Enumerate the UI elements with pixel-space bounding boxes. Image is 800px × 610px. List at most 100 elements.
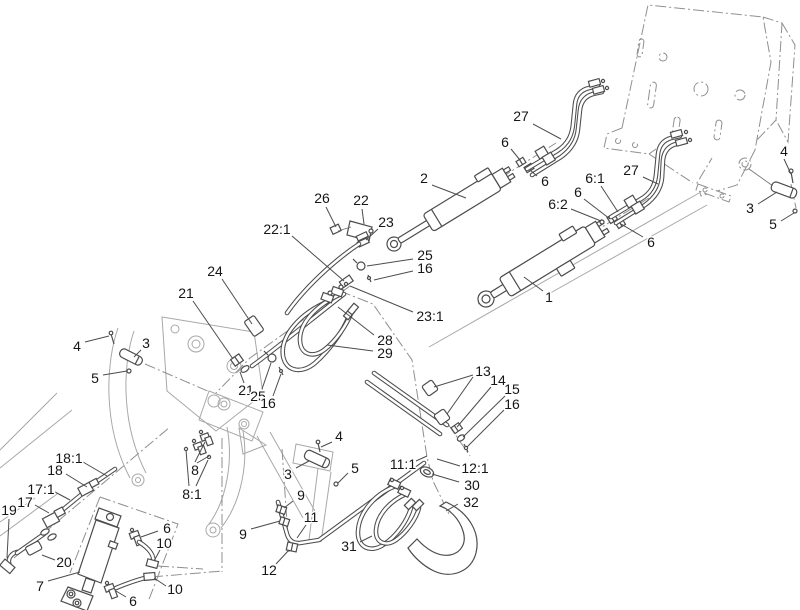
hose-pair-27-right bbox=[608, 128, 693, 226]
callout-leader bbox=[320, 441, 333, 448]
callout-leader bbox=[436, 458, 461, 467]
callout-label-3: 3 bbox=[284, 466, 292, 482]
callout-label-7: 7 bbox=[36, 578, 44, 594]
callout-leader bbox=[47, 571, 81, 582]
tube-inner bbox=[609, 134, 682, 219]
callout-label-5: 5 bbox=[769, 216, 777, 232]
callout-leader bbox=[445, 503, 459, 512]
callout-label-5: 5 bbox=[351, 460, 359, 476]
callout-label-10: 10 bbox=[167, 581, 183, 597]
callout-label-4: 4 bbox=[335, 428, 343, 444]
callout-label-17-1: 17:1 bbox=[27, 481, 54, 497]
callout-leader bbox=[757, 191, 778, 205]
callout-label-6: 6 bbox=[647, 234, 655, 250]
callout-label-25: 25 bbox=[417, 247, 433, 263]
callout-leader bbox=[195, 459, 209, 487]
callout-label-16: 16 bbox=[260, 395, 276, 411]
callout-leader bbox=[529, 169, 538, 177]
callout-leader bbox=[140, 530, 159, 538]
hose-pair-27-left bbox=[524, 77, 610, 178]
callout-label-26: 26 bbox=[314, 190, 330, 206]
callout-leader bbox=[366, 258, 414, 267]
bolt-5 bbox=[126, 368, 132, 374]
callout-leader bbox=[296, 524, 307, 539]
clamp-25-lower bbox=[267, 353, 277, 363]
tube-assembly-22-24 bbox=[229, 220, 374, 376]
cover-32 bbox=[407, 501, 478, 575]
hose-end-19 bbox=[0, 558, 16, 575]
bolt-5 bbox=[792, 208, 798, 214]
callout-label-27: 27 bbox=[623, 162, 639, 178]
tube-inner bbox=[285, 242, 361, 315]
loop-hoses-28-29 bbox=[280, 284, 360, 373]
callout-label-6: 6 bbox=[163, 520, 171, 536]
callout-leader bbox=[41, 554, 56, 561]
callout-leader bbox=[780, 212, 795, 222]
callout-leader bbox=[54, 491, 71, 501]
cylinder-7 bbox=[60, 507, 122, 610]
clamp-23-bolt bbox=[368, 228, 374, 234]
callout-label-13: 13 bbox=[475, 363, 491, 379]
callout-leader bbox=[221, 278, 253, 325]
tube-inner bbox=[356, 484, 413, 550]
line-17-18-19 bbox=[0, 466, 118, 575]
callout-label-4: 4 bbox=[73, 338, 81, 354]
callout-leader bbox=[642, 176, 659, 185]
callout-leader bbox=[84, 335, 110, 343]
loop-hoses-31 bbox=[355, 477, 425, 551]
lift-arm-ghost bbox=[0, 192, 708, 543]
tube-11 bbox=[275, 460, 427, 553]
callout-leader bbox=[415, 455, 428, 462]
callout-label-1: 1 bbox=[545, 289, 553, 305]
tube-inner bbox=[15, 532, 46, 555]
cotter-pin-4 bbox=[108, 330, 114, 336]
callout-label-23: 23 bbox=[378, 214, 394, 230]
callout-label-29: 29 bbox=[377, 345, 393, 361]
elbows-8 bbox=[183, 429, 214, 460]
callout-leader bbox=[6, 518, 10, 559]
callout-leader bbox=[153, 577, 167, 587]
callout-label-9: 9 bbox=[239, 526, 247, 542]
callout-label-20: 20 bbox=[56, 554, 72, 570]
sleeve-20 bbox=[25, 540, 43, 556]
nut-6 bbox=[515, 156, 527, 168]
cylinder-2 bbox=[386, 156, 535, 252]
callout-leader bbox=[349, 285, 414, 313]
tube-inner bbox=[525, 84, 600, 171]
callout-leader bbox=[291, 235, 345, 282]
callout-label-6: 6 bbox=[541, 173, 549, 189]
callout-label-16: 16 bbox=[417, 260, 433, 276]
callout-leader bbox=[196, 455, 210, 464]
callout-leader bbox=[295, 460, 310, 469]
clamp-25-upper bbox=[356, 261, 366, 271]
callout-label-27: 27 bbox=[513, 108, 529, 124]
callout-label-21: 21 bbox=[238, 382, 254, 398]
callout-leader bbox=[115, 590, 127, 598]
callout-label-31: 31 bbox=[341, 538, 357, 554]
callout-label-3: 3 bbox=[142, 335, 150, 351]
callout-leader bbox=[600, 185, 619, 213]
callout-leader bbox=[153, 549, 161, 562]
callout-leader bbox=[462, 395, 506, 438]
callout-leader bbox=[272, 373, 282, 397]
clip-26 bbox=[329, 223, 343, 236]
callout-label-6: 6 bbox=[574, 184, 582, 200]
callout-leader bbox=[250, 520, 281, 530]
tube-inner bbox=[614, 140, 687, 225]
callout-label-23-1: 23:1 bbox=[416, 308, 443, 324]
callout-label-12: 12 bbox=[261, 562, 277, 578]
callout-leader bbox=[532, 123, 562, 140]
collar-30 bbox=[419, 466, 435, 478]
callout-leader bbox=[431, 184, 467, 199]
clamp-13 bbox=[421, 379, 439, 397]
callout-leader bbox=[570, 208, 602, 222]
callout-label-11: 11 bbox=[304, 509, 319, 525]
callout-label-6-1: 6:1 bbox=[585, 170, 605, 186]
callout-leader bbox=[283, 500, 294, 509]
callout-label-19: 19 bbox=[1, 502, 17, 518]
tower-frame bbox=[603, 4, 796, 203]
callout-leader bbox=[325, 206, 337, 228]
callout-label-30: 30 bbox=[464, 477, 480, 493]
